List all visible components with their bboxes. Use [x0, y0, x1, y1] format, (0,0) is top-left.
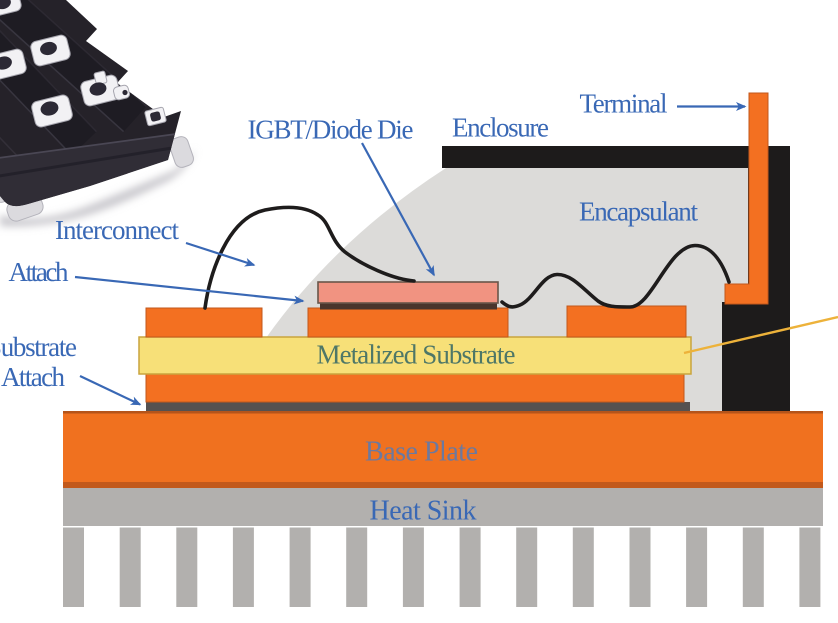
svg-text:IGBT/Diode Die: IGBT/Diode Die — [248, 115, 414, 145]
svg-text:Encapsulant: Encapsulant — [579, 197, 698, 227]
svg-text:Base Plate: Base Plate — [365, 437, 478, 468]
svg-text:Attach: Attach — [1, 362, 66, 392]
svg-text:Heat Sink: Heat Sink — [370, 496, 477, 527]
svg-text:Attach: Attach — [9, 257, 70, 287]
svg-text:Enclosure: Enclosure — [452, 113, 549, 143]
svg-text:Terminal: Terminal — [580, 89, 668, 119]
svg-text:Interconnect: Interconnect — [55, 215, 179, 245]
svg-text:Metalized Substrate: Metalized Substrate — [317, 340, 516, 370]
svg-text:Substrate: Substrate — [0, 332, 77, 362]
